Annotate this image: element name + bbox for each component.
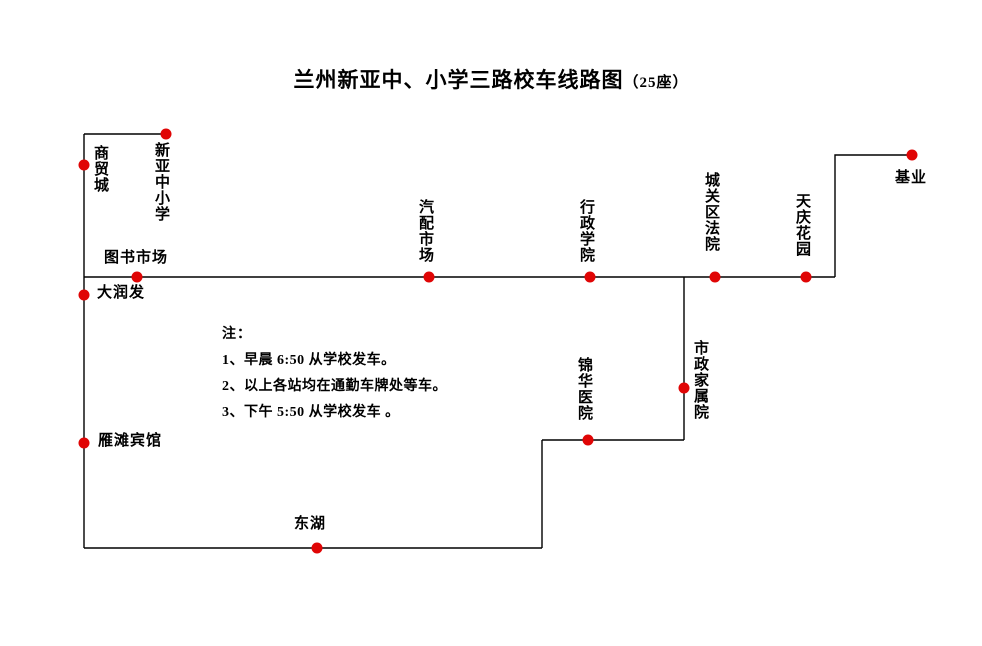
station-dot-yantan[interactable]	[78, 437, 90, 449]
station-dot-jinhua[interactable]	[582, 434, 594, 446]
station-label-jiye: 基业	[895, 170, 928, 186]
station-dot-qipei[interactable]	[423, 271, 435, 283]
notes-item-3: 3、下午 5:50 从学校发车 。	[222, 405, 400, 420]
station-label-shangmao: 商贸城	[92, 145, 108, 193]
station-label-donghu: 东湖	[294, 516, 327, 532]
page-title: 兰州新亚中、小学三路校车线路图（25座）	[0, 64, 982, 94]
station-label-jinhua: 锦华医院	[576, 357, 592, 421]
station-label-tushu: 图书市场	[104, 250, 169, 266]
station-label-xinya: 新亚中小学	[153, 142, 169, 222]
route-segment-jiye-branch	[834, 154, 912, 277]
station-label-xingzheng: 行政学院	[578, 199, 594, 263]
station-label-shizheng: 市政家属院	[692, 340, 708, 420]
notes-item-2: 2、以上各站均在通勤车牌处等车。	[222, 379, 447, 394]
notes-heading: 注：	[222, 327, 252, 342]
station-dot-darunfa[interactable]	[78, 289, 90, 301]
title-main: 兰州新亚中、小学三路校车线路图	[293, 68, 624, 92]
station-dot-jiye[interactable]	[906, 149, 918, 161]
station-label-tianqing: 天庆花园	[794, 193, 810, 257]
station-dot-donghu[interactable]	[311, 542, 323, 554]
station-label-chengguan: 城关区法院	[703, 172, 719, 252]
title-suffix: （25座）	[623, 75, 689, 91]
station-dot-shangmao[interactable]	[78, 159, 90, 171]
station-dot-tianqing[interactable]	[800, 271, 812, 283]
station-dot-shizheng[interactable]	[678, 382, 690, 394]
station-dot-tushu[interactable]	[131, 271, 143, 283]
station-label-qipei: 汽配市场	[417, 199, 433, 263]
station-dot-xingzheng[interactable]	[584, 271, 596, 283]
station-dot-chengguan[interactable]	[709, 271, 721, 283]
notes-item-1: 1、早晨 6:50 从学校发车。	[222, 353, 396, 368]
station-label-darunfa: 大润发	[97, 285, 146, 301]
station-label-yantan: 雁滩宾馆	[98, 433, 163, 449]
station-dot-xinya[interactable]	[160, 128, 172, 140]
notes-block: 注： 1、早晨 6:50 从学校发车。 2、以上各站均在通勤车牌处等车。 3、下…	[222, 322, 447, 426]
